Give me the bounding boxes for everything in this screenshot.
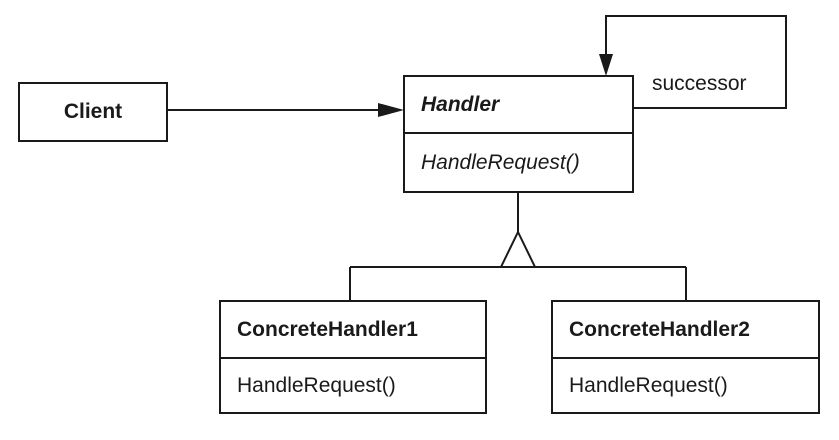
concrete-handler-2-class-name: ConcreteHandler2 xyxy=(569,317,750,341)
successor-arrowhead xyxy=(599,54,613,76)
concrete-handler-1-operation: HandleRequest() xyxy=(221,357,485,412)
handler-class-name: Handler xyxy=(421,92,500,116)
client-to-handler-arrowhead xyxy=(378,103,404,117)
successor-label: successor xyxy=(652,72,747,95)
inheritance-triangle-icon xyxy=(499,229,537,268)
concrete-handler-2-class-box: ConcreteHandler2 HandleRequest() xyxy=(551,300,820,414)
handler-class-box: Handler HandleRequest() xyxy=(403,75,634,193)
concrete-handler-1-class-box: ConcreteHandler1 HandleRequest() xyxy=(219,300,487,414)
handler-operation: HandleRequest() xyxy=(405,132,632,191)
concrete-handler-2-operation: HandleRequest() xyxy=(553,357,818,412)
client-class-name: Client xyxy=(63,100,123,123)
client-class-box: Client xyxy=(18,82,168,142)
concrete-handler-1-class-name: ConcreteHandler1 xyxy=(237,317,418,341)
successor-loop-line xyxy=(605,15,787,109)
